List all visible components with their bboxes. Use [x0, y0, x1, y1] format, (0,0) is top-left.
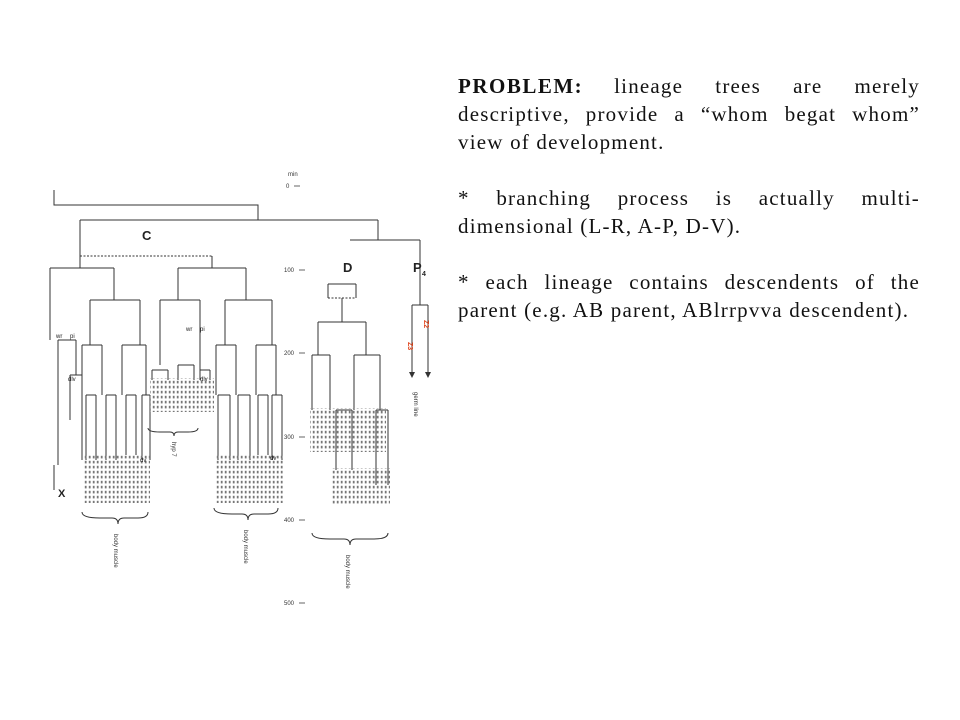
leaf-label-z3: Z3 [406, 342, 413, 350]
node-label-d: D [343, 260, 352, 275]
node-label-p4: P [413, 260, 422, 275]
axis-tick-400: 400 [284, 518, 295, 524]
branch-label-dlv-2: dlv [200, 377, 208, 383]
axis-tick-500: 500 [284, 601, 295, 607]
leaf-group-germ-line: germ line [412, 392, 418, 417]
branch-label-dlv: dlv [68, 377, 76, 383]
leaf-markers [84, 378, 390, 504]
leaf-label-z2: Z2 [422, 320, 429, 328]
branch-label-dv: dv [140, 458, 146, 464]
problem-body: lineage trees are merely descriptive, pr… [458, 74, 920, 154]
bullet-descendents: * each lineage contains descendents of t… [458, 270, 920, 322]
axis-tick-300: 300 [284, 435, 295, 441]
problem-paragraph: PROBLEM: lineage trees are merely descri… [458, 72, 920, 156]
leaf-group-body-muscle-1: body muscle [112, 534, 118, 568]
node-label-c: C [142, 228, 152, 243]
bullet-multidimensional: * branching process is actually multi-di… [458, 186, 920, 238]
axis-tick-100: 100 [284, 268, 295, 274]
branch-label-pi-2: pi [200, 327, 205, 333]
axis-tick-0: 0 [286, 184, 290, 190]
axis-unit-label: min [288, 172, 298, 178]
tree-structure [49, 190, 429, 546]
branch-label-dv-2: dv [270, 456, 276, 462]
branch-label-wr-2: wr [185, 327, 192, 333]
branch-label-pi: pi [70, 334, 75, 340]
leaf-group-hyp: hyp 7 [170, 442, 176, 457]
node-label-p4-subscript: 4 [422, 271, 426, 278]
cell-death-mark: X [58, 488, 66, 500]
leaf-group-body-muscle-2: body muscle [242, 530, 248, 564]
lineage-tree-diagram: min 0 100 200 300 400 500 C D P 4 wr pi … [49, 172, 431, 607]
branch-label-wr: wr [55, 334, 62, 340]
axis-tick-200: 200 [284, 351, 295, 357]
p4-arrows [409, 362, 431, 378]
time-axis: min 0 100 200 300 400 500 [284, 172, 305, 607]
problem-heading: PROBLEM: [458, 74, 584, 98]
leaf-group-body-muscle-3: body muscle [344, 555, 350, 589]
text-panel: PROBLEM: lineage trees are merely descri… [458, 72, 920, 352]
